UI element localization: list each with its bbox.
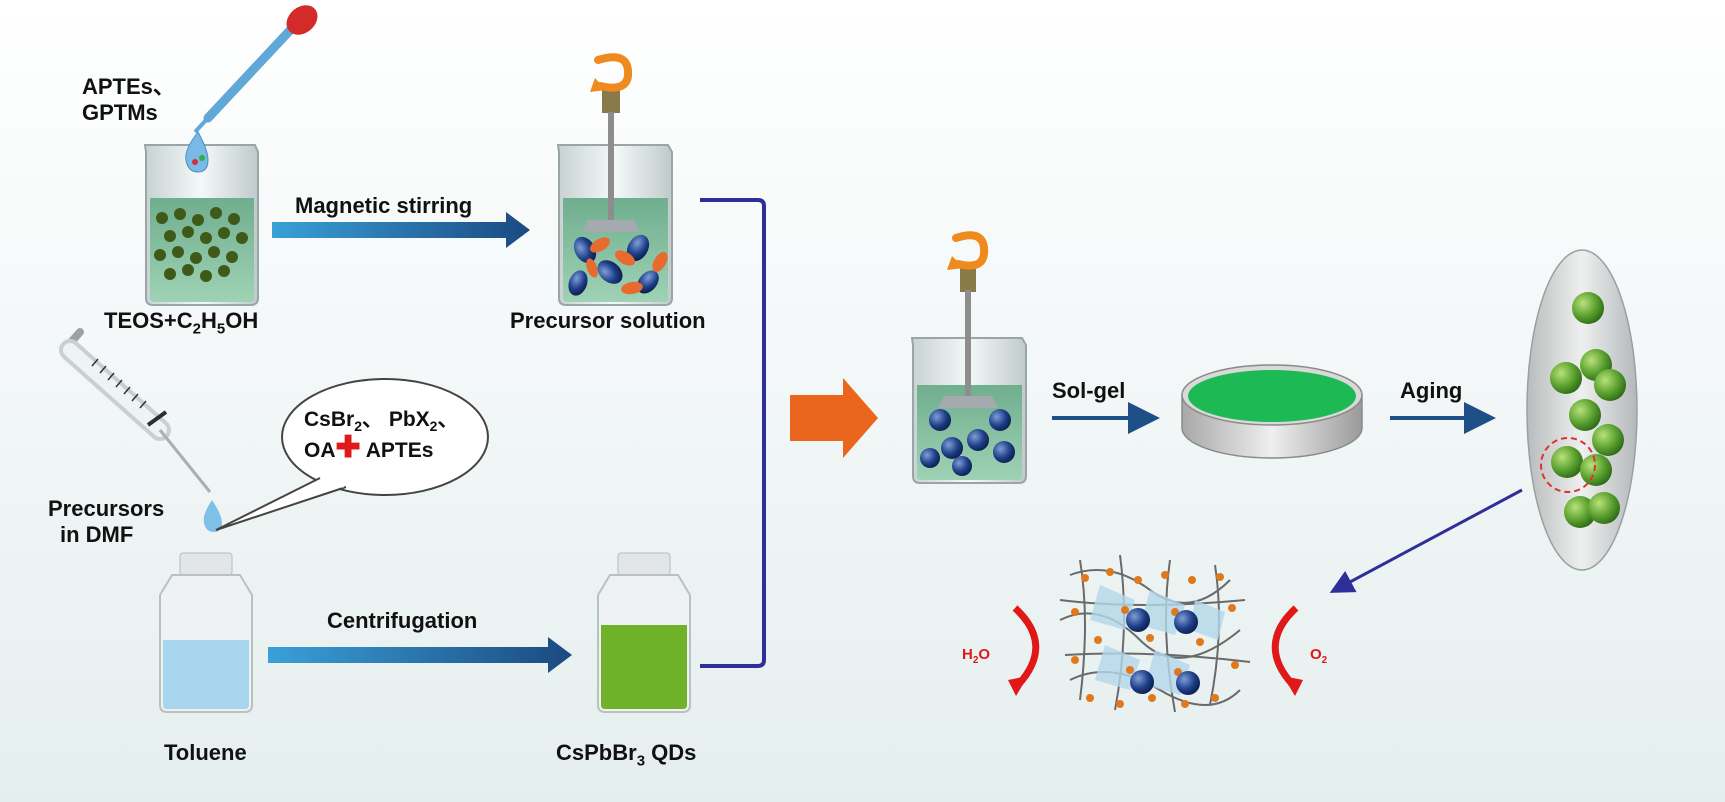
toluene-bottle — [159, 552, 253, 713]
sol-gel-label: Sol-gel — [1052, 378, 1126, 403]
centrifugation-arrow — [268, 637, 572, 673]
aptes-gptms-line1: APTEs、 — [82, 74, 175, 99]
aged-gel-disk — [1526, 249, 1638, 571]
teos-particles — [154, 207, 248, 282]
aptes-gptms-line2: GPTMs — [82, 100, 158, 125]
precursors-label: Precursors in DMF — [48, 496, 164, 548]
magnetic-stirring-label: Magnetic stirring — [295, 193, 473, 218]
merge-arrow — [790, 378, 878, 458]
centrifugation-label: Centrifugation — [327, 608, 478, 633]
precursor-molecules — [568, 234, 668, 296]
precursor-bubble — [215, 378, 489, 531]
o2-label: O2 — [1310, 646, 1328, 666]
bubble-line2: OA✚ APTEs — [304, 431, 434, 464]
precursor-solution-label: Precursor solution — [510, 308, 706, 333]
precursors-line1: Precursors — [48, 496, 165, 521]
stirrer-rod — [608, 112, 614, 224]
network-structure — [1059, 554, 1251, 713]
pipette-icon — [185, 5, 318, 173]
teos-label: TEOS+C2H5OH — [104, 308, 259, 338]
syringe-icon — [59, 328, 222, 532]
mixing-beaker — [910, 231, 1027, 484]
aptes-gptms-label: APTEs、 GPTMs — [82, 74, 175, 126]
qd-bottle — [597, 552, 691, 713]
plus-icon: ✚ — [335, 431, 361, 464]
precursor-solution-beaker — [556, 53, 673, 306]
zoom-circle — [1540, 437, 1596, 493]
toluene-label: Toluene — [164, 740, 247, 765]
magnetic-stirring-arrow — [272, 212, 530, 248]
petri-dish — [1181, 364, 1363, 459]
aging-label: Aging — [1400, 378, 1463, 403]
qds-label: CsPbBr3 QDs — [556, 740, 697, 770]
teos-beaker — [143, 144, 259, 306]
precursors-line2: in DMF — [60, 522, 134, 547]
stirrer-motor — [602, 85, 620, 113]
zoom-arrow — [1329, 488, 1523, 593]
bubble-line1: CsBr2、 PbX2、 — [304, 408, 459, 435]
merge-bracket — [700, 198, 766, 668]
mixing-spheres — [920, 409, 1015, 476]
h2o-label: H2O — [962, 646, 991, 666]
